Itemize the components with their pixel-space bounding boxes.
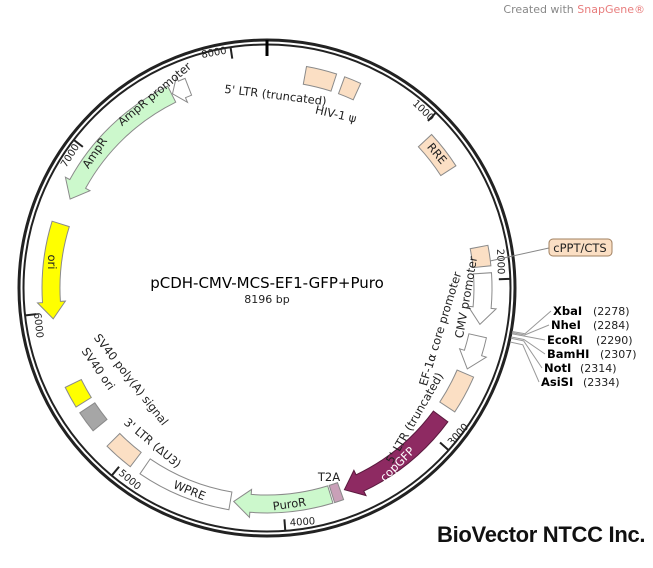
feature-ef-1-core-promoter[interactable]: [458, 333, 488, 370]
features: [36, 65, 498, 519]
feature-3-ltr-u3[interactable]: [106, 432, 142, 468]
site-position: (2278): [593, 305, 630, 318]
site-leader-line: [512, 310, 552, 335]
tick-mark: [283, 519, 287, 531]
feature-sv40-poly-a-signal[interactable]: [64, 378, 92, 408]
site-leader-line: [511, 336, 546, 355]
site-position: (2314): [580, 362, 617, 375]
label-t2a: T2A: [317, 470, 340, 484]
feature-ori[interactable]: [36, 220, 70, 320]
tick-mark: [439, 441, 449, 451]
site-name[interactable]: BamHI: [547, 347, 589, 361]
site-name[interactable]: AsiSI: [541, 375, 573, 389]
feature-5-ltr-truncated[interactable]: [439, 369, 475, 413]
tick-mark: [427, 112, 437, 122]
feature-ampr[interactable]: [64, 85, 177, 200]
credit-prefix: Created with: [503, 3, 578, 16]
feature-hiv-1[interactable]: [337, 76, 362, 101]
feature-5-ltr-truncated[interactable]: [302, 65, 338, 92]
site-name[interactable]: NotI: [544, 361, 571, 375]
plasmid-name: pCDH-CMV-MCS-EF1-GFP+Puro: [150, 274, 384, 292]
site-name[interactable]: EcoRI: [547, 333, 583, 347]
credit-brand: SnapGene®: [577, 3, 645, 16]
tick-mark: [73, 139, 84, 148]
restriction-sites: XbaI(2278) NheI(2284) EcoRI(2290) BamHI(…: [541, 304, 637, 389]
feature-cmv-promoter[interactable]: [467, 272, 498, 326]
feature-cppt-cts[interactable]: [469, 244, 492, 269]
tick-marks: [25, 47, 510, 531]
site-position: (2307): [600, 348, 637, 361]
feature-rre[interactable]: [417, 133, 457, 177]
label-cppt-cts: cPPT/CTS: [553, 241, 606, 255]
site-leader-line: [511, 333, 546, 341]
tick-mark: [111, 466, 120, 476]
site-leader-line: [511, 324, 550, 336]
label-ori: ori: [45, 255, 59, 270]
site-position: (2334): [583, 376, 620, 389]
label-puror: PuroR: [272, 495, 307, 514]
site-position: (2290): [596, 334, 633, 347]
feature-wpre[interactable]: [139, 458, 233, 511]
tick-label-4000: 4000: [289, 516, 315, 529]
site-lines: [509, 310, 552, 383]
tick-label-8000: 8000: [201, 46, 228, 61]
tick-mark: [25, 313, 37, 317]
site-position: (2284): [593, 319, 630, 332]
snapgene-credit: Created with SnapGene®: [503, 3, 645, 16]
feature-copgfp[interactable]: [343, 410, 449, 497]
plasmid-backbone: [17, 38, 517, 538]
feature-ampr-promoter[interactable]: [171, 75, 193, 104]
site-leader-line: [510, 337, 543, 369]
feature-puror[interactable]: [232, 485, 334, 519]
plasmid-length: 8196 bp: [244, 293, 289, 306]
site-name[interactable]: XbaI: [553, 304, 582, 318]
label-hiv1-psi: HIV-1 ψ: [314, 103, 358, 126]
callout-cppt-cts: cPPT/CTS: [489, 238, 613, 262]
tick-label-2000: 2000: [494, 249, 506, 275]
feature-sv40-ori[interactable]: [79, 402, 108, 432]
brand-logo-text: BioVector NTCC Inc.: [437, 522, 646, 547]
tick-label-6000: 6000: [31, 312, 45, 338]
feature-t2a[interactable]: [328, 481, 345, 504]
tick-mark: [229, 47, 234, 59]
site-name[interactable]: NheI: [551, 318, 581, 332]
site-leader-line: [509, 341, 540, 383]
